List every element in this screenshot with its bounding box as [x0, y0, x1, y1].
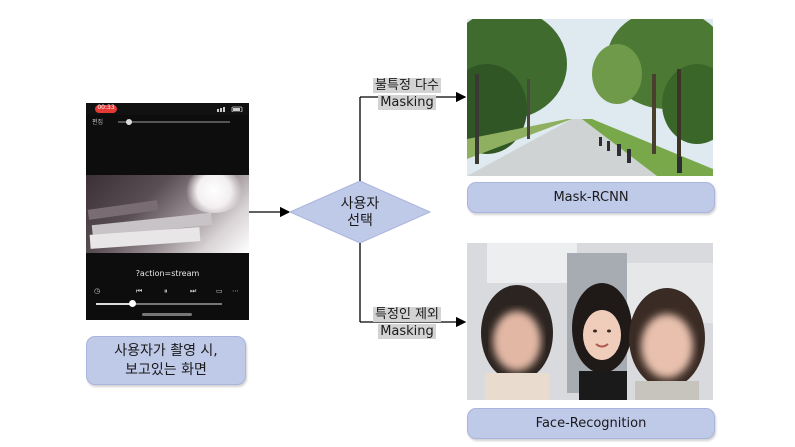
face-recognition-label: Face-Recognition	[535, 416, 647, 431]
phone-screenshot: 00:33 편집 ?action=stream ◷ ⏮ ⏸ ⏭ ▭ ⋯	[86, 103, 249, 320]
branch-label-bottom: 특정인 제외 Masking	[357, 306, 457, 340]
seek-thumb[interactable]	[129, 300, 136, 307]
more-icon[interactable]: ⋯	[232, 287, 239, 295]
clock-icon[interactable]: ◷	[94, 287, 101, 295]
pause-icon[interactable]: ⏸	[164, 287, 168, 295]
stream-caption: ?action=stream	[135, 269, 200, 278]
user-view-line2: 보고있는 화면	[125, 361, 207, 378]
brightness-track[interactable]	[118, 121, 230, 123]
branch-bottom-line2: Masking	[378, 324, 436, 339]
decision-line1: 사용자	[340, 196, 380, 212]
face-recognition-box: Face-Recognition	[467, 408, 715, 439]
branch-bottom-line1: 특정인 제외	[373, 307, 441, 322]
user-view-line1: 사용자가 촬영 시,	[114, 342, 218, 359]
brightness-thumb[interactable]	[126, 119, 132, 125]
mask-rcnn-label: Mask-RCNN	[553, 190, 629, 205]
player-controls: ◷ ⏮ ⏸ ⏭ ▭ ⋯	[92, 287, 244, 299]
faces-photo	[467, 243, 713, 400]
decision-label: 사용자 선택	[320, 196, 400, 230]
branch-top-line1: 불특정 다수	[373, 78, 441, 93]
home-indicator	[142, 313, 192, 316]
seek-fill	[96, 303, 132, 305]
signal-battery-icon	[217, 106, 243, 112]
video-light	[184, 175, 244, 213]
branch-label-top: 불특정 다수 Masking	[357, 77, 457, 111]
video-object	[87, 200, 159, 220]
seek-track[interactable]	[96, 303, 222, 305]
phone-top-row: 편집	[92, 117, 244, 127]
recording-badge: 00:33	[95, 104, 117, 113]
previous-icon[interactable]: ⏮	[136, 287, 143, 295]
phone-status-bar	[86, 103, 249, 115]
decision-line2: 선택	[347, 213, 373, 229]
mask-rcnn-box: Mask-RCNN	[467, 182, 715, 213]
user-view-box: 사용자가 촬영 시, 보고있는 화면	[86, 336, 246, 385]
screen-icon[interactable]: ▭	[216, 287, 223, 295]
faces-scene	[467, 243, 713, 400]
edit-label[interactable]: 편집	[92, 119, 104, 126]
stream-video	[86, 175, 249, 253]
street-scene	[467, 19, 713, 176]
branch-top-line2: Masking	[378, 95, 436, 110]
recording-time: 00:33	[97, 104, 115, 111]
next-icon[interactable]: ⏭	[190, 287, 197, 295]
street-photo	[467, 19, 713, 176]
